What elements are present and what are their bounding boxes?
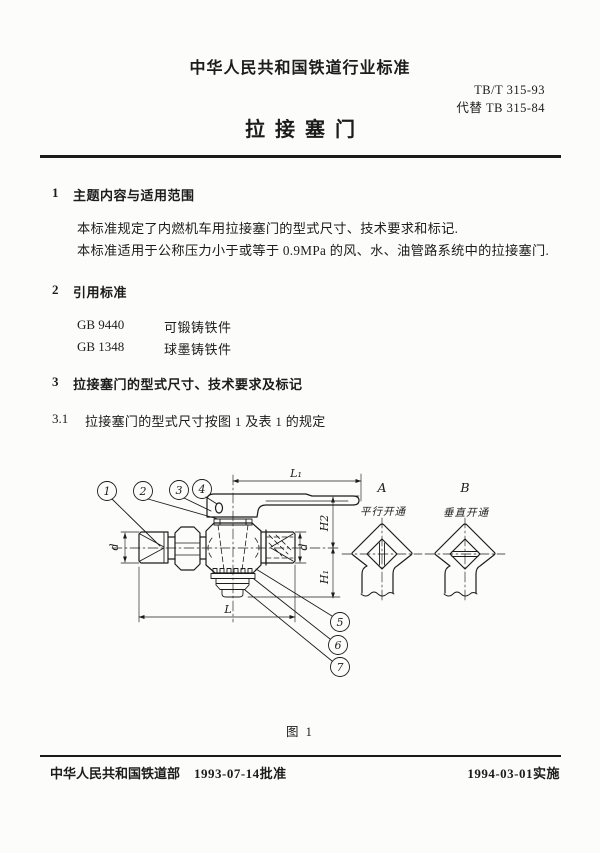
valve-handle xyxy=(206,493,360,518)
dimension-label-d-right: d xyxy=(297,543,310,550)
dimension-label-h2: H2 xyxy=(318,515,331,533)
section-2-title: 引用标准 xyxy=(73,285,128,300)
section-3-number: 3 xyxy=(52,374,59,389)
dimension-label-l: L xyxy=(223,603,231,616)
footer-approval: 中华人民共和国铁道部 1993-07-14批准 xyxy=(50,763,287,782)
dimension-lines xyxy=(120,473,362,623)
dimension-label-l1: L₁ xyxy=(289,467,302,480)
callout-circle-4 xyxy=(192,479,212,499)
valve-body xyxy=(205,522,262,574)
section-1-paragraph-1: 本标准规定了内燃机车用拉接塞门的型式尺寸、技术要求和标记. xyxy=(77,221,459,236)
end-view-b xyxy=(434,523,496,597)
callout-number-2: 2 xyxy=(139,485,147,498)
section-3-title: 拉接塞门的型式尺寸、技术要求及标记 xyxy=(73,377,303,392)
view-a-label: A xyxy=(376,480,386,495)
view-b-caption: 垂直开通 xyxy=(443,507,489,519)
valve-left-pipe-end xyxy=(138,531,176,564)
callout-circle-6 xyxy=(328,635,348,655)
dimension-label-d-left: d xyxy=(108,543,121,550)
callout-circle-5 xyxy=(330,612,350,632)
end-view-a xyxy=(351,523,413,597)
section-1-title: 主题内容与适用范围 xyxy=(73,188,195,203)
callout-circle-7 xyxy=(330,657,350,677)
approval-date: 1993-07-14批准 xyxy=(194,766,287,781)
clause-3-1-text: 拉接塞门的型式尺寸按图 1 及表 1 的规定 xyxy=(85,414,326,429)
header-rule xyxy=(40,155,561,158)
callout-leaders xyxy=(97,479,350,677)
gland-washer xyxy=(213,518,253,526)
bottom-nut-assembly xyxy=(210,568,256,598)
standard-number-block: TB/T 315-93 代替 TB 315-84 xyxy=(456,81,545,117)
reference-code: GB 1348 xyxy=(77,339,125,354)
callout-number-4: 4 xyxy=(198,483,206,496)
valve-right-pipe-end xyxy=(260,529,296,566)
document-title: 拉接塞门 xyxy=(245,119,365,141)
clause-3-1-number: 3.1 xyxy=(52,411,69,426)
figure-caption: 图 1 xyxy=(286,725,314,739)
standard-number: TB/T 315-93 xyxy=(474,83,545,97)
section-2-number: 2 xyxy=(52,282,59,297)
reference-name: 球墨铸铁件 xyxy=(164,342,232,357)
valve-union-nut xyxy=(174,526,207,571)
footer-effective-date: 1994-03-01实施 xyxy=(467,766,560,781)
view-b-label: B xyxy=(459,480,469,495)
callout-number-5: 5 xyxy=(337,616,344,629)
section-1-number: 1 xyxy=(52,185,59,200)
section-1-paragraph-2: 本标准适用于公称压力小于或等于 0.9MPa 的风、水、油管路系统中的拉接塞门. xyxy=(77,243,550,258)
callout-circle-3 xyxy=(169,480,189,500)
footer-rule xyxy=(40,755,561,757)
handle-hole xyxy=(214,502,224,514)
approval-org: 中华人民共和国铁道部 xyxy=(50,766,181,781)
callout-number-3: 3 xyxy=(176,484,183,497)
callout-circle-2 xyxy=(133,481,153,501)
replaces-note: 代替 TB 315-84 xyxy=(456,101,545,115)
callout-number-1: 1 xyxy=(104,485,111,498)
callout-number-6: 6 xyxy=(335,639,342,652)
callout-number-7: 7 xyxy=(337,661,344,674)
reference-code: GB 9440 xyxy=(77,317,125,332)
center-lines xyxy=(111,474,506,623)
view-a-caption: 平行开通 xyxy=(360,506,406,518)
figure-1-valve-drawing: 1 2 3 4 5 6 7 L₁ H2 H₁ d d L A 平行开通 B 垂直… xyxy=(97,467,506,677)
callout-circle-1 xyxy=(97,481,117,501)
org-title: 中华人民共和国铁道行业标准 xyxy=(189,60,411,77)
dimension-label-h1: H₁ xyxy=(318,570,331,585)
reference-name: 可锻铸铁件 xyxy=(164,320,232,335)
